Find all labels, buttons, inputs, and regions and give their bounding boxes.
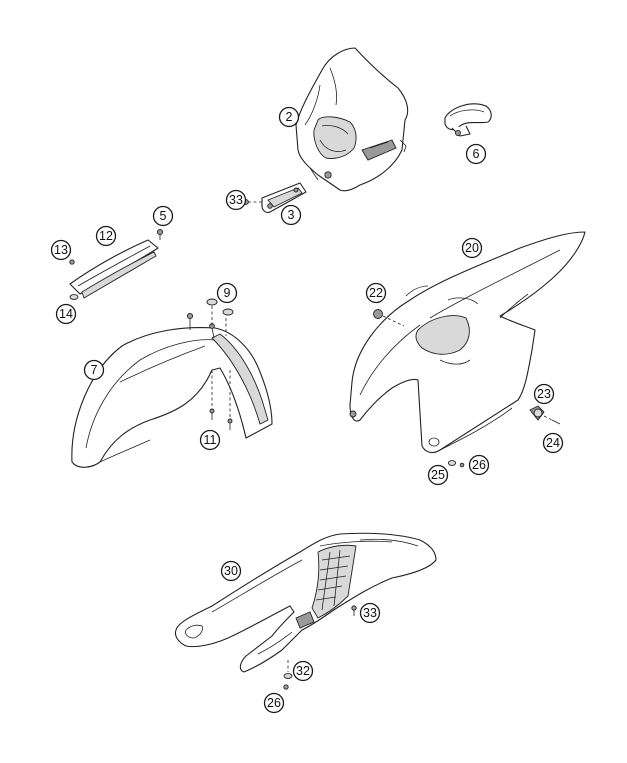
callout-2: 2 [278,106,300,128]
callout-26-upper-label: 26 [472,458,486,472]
callout-3-label: 3 [288,208,295,222]
callout-3: 3 [280,204,302,226]
cable-clamp [444,103,492,137]
parts-32-26-lower [283,660,293,690]
callout-20: 20 [461,237,483,259]
callout-30: 30 [220,560,242,582]
callout-14-label: 14 [59,307,73,321]
callout-26-lower-label: 26 [267,696,281,710]
fastener-23-24 [529,405,561,425]
callout-6-label: 6 [473,147,480,161]
number-plate-bracket [261,182,307,214]
screw-13 [69,259,75,265]
callout-30-label: 30 [224,564,238,578]
callout-11: 11 [199,429,221,451]
screw-33-upper [243,199,262,205]
callout-24-label: 24 [546,436,560,450]
rear-fender [174,532,437,673]
callout-24: 24 [542,432,564,454]
callout-22: 22 [365,282,387,304]
screw-5 [156,228,164,240]
washer-25-screw-26 [447,460,465,468]
rubber-grommets-9 [206,298,234,316]
callout-25: 25 [427,464,449,486]
screw-33-lower [351,605,357,616]
callout-14: 14 [55,303,77,325]
callout-2-label: 2 [286,110,293,124]
front-fender [71,306,273,468]
callout-33-lower-label: 33 [363,606,377,620]
callout-12: 12 [95,225,117,247]
callout-13: 13 [50,239,72,261]
screws-11 [209,370,233,430]
callout-22-label: 22 [369,286,383,300]
callout-20-label: 20 [465,241,479,255]
callout-7-label: 7 [91,363,98,377]
washer-14 [69,294,79,300]
callout-5: 5 [152,205,174,227]
callout-26-upper: 26 [468,454,490,476]
callout-26-lower: 26 [263,692,285,714]
callout-23-label: 23 [537,387,551,401]
callout-33-lower: 33 [359,602,381,624]
callout-33-upper: 33 [225,189,247,211]
callout-25-label: 25 [431,468,445,482]
callout-11-label: 11 [204,433,217,447]
callout-6: 6 [465,143,487,165]
callout-5-label: 5 [160,209,167,223]
callout-32: 32 [292,660,314,682]
nut-22 [373,309,405,327]
callout-12-label: 12 [99,229,113,243]
callout-7: 7 [83,359,105,381]
callout-33-upper-label: 33 [229,193,243,207]
headlight-mask [295,47,409,192]
fender-guide [69,239,159,299]
side-panel [349,231,586,454]
callout-9: 9 [216,282,238,304]
callout-23: 23 [533,383,555,405]
callout-13-label: 13 [54,243,68,257]
callout-32-label: 32 [296,664,310,678]
callout-9-label: 9 [224,286,231,300]
